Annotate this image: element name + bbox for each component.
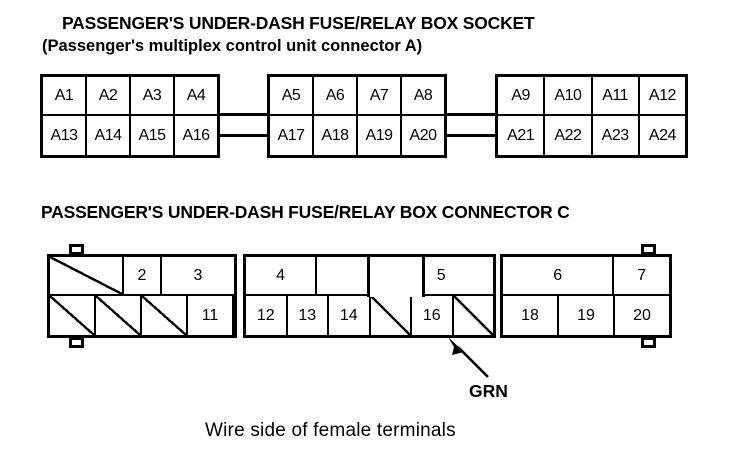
socket-terminal-a14[interactable]: A14 <box>87 116 131 155</box>
socket-diagram: PASSENGER'S UNDER-DASH FUSE/RELAY BOX SO… <box>0 0 752 180</box>
socket-block-2: A5 A6 A7 A8 A17 A18 A19 A20 <box>267 74 447 158</box>
connector-c-right-bottom-row: 18 19 20 <box>503 296 669 335</box>
socket-block-2-top-row: A5 A6 A7 A8 <box>270 77 444 116</box>
socket-terminal-a20[interactable]: A20 <box>409 126 437 144</box>
socket-block-3-top-row: A9 A10 A11 A12 <box>498 77 685 116</box>
connector-c-cavity-6[interactable]: 6 <box>503 257 615 296</box>
connector-c-cavity-keyway-top[interactable] <box>317 257 387 296</box>
mounting-tab-top-left <box>69 244 84 255</box>
socket-terminal-a9[interactable]: A9 <box>498 77 546 116</box>
connector-c-cavity-3[interactable]: 3 <box>162 257 234 296</box>
connector-c-cavity-blank-8[interactable] <box>50 296 96 335</box>
connector-c-cavity-blank-15[interactable] <box>370 296 412 335</box>
socket-terminal-a23[interactable]: A23 <box>593 116 640 155</box>
grn-wire-color-label: GRN <box>469 381 508 401</box>
mounting-tab-top-right <box>641 244 656 255</box>
socket-terminal-a10[interactable]: A10 <box>545 77 593 116</box>
socket-terminal-a21[interactable]: A21 <box>498 116 546 155</box>
socket-block-2-bottom-row: A17 A18 A19 A20 <box>270 116 444 155</box>
socket-link-bar <box>443 113 499 116</box>
connector-c-cavity-2[interactable]: 2 <box>124 257 162 296</box>
connector-c-right-top-row: 6 7 <box>503 257 669 296</box>
connector-c-mid-bottom-row: 12 13 14 16 <box>246 296 493 335</box>
socket-terminal-a19[interactable]: A19 <box>358 116 402 155</box>
socket-terminal-a22[interactable]: A22 <box>545 116 593 155</box>
connector-c-title: PASSENGER'S UNDER-DASH FUSE/RELAY BOX CO… <box>41 202 570 222</box>
socket-terminal-a8[interactable]: A8 <box>402 77 444 116</box>
connector-c-left-bottom-row: 11 <box>50 296 234 335</box>
connector-c-cavity-12[interactable]: 12 <box>246 296 288 335</box>
connector-c-cavity-18[interactable]: 18 <box>503 296 559 335</box>
socket-link-bar <box>443 134 499 137</box>
socket-terminal-a15[interactable]: A15 <box>131 116 175 155</box>
socket-terminal-a18[interactable]: A18 <box>314 116 358 155</box>
mounting-tab-bottom-right <box>641 337 656 348</box>
connector-c-cavity-blank-10[interactable] <box>142 296 188 335</box>
socket-block-3: A9 A10 A11 A12 A21 A22 A23 A24 <box>495 74 688 158</box>
connector-c-raised-keyway <box>367 254 425 297</box>
connector-c-cavity-19[interactable]: 19 <box>559 296 615 335</box>
socket-block-1: A1 A2 A3 A4 A13 A14 A15 A16 <box>40 74 220 158</box>
socket-block-3-bottom-row: A21 A22 A23 A24 <box>498 116 685 155</box>
socket-terminal-a24[interactable]: A24 <box>648 126 676 144</box>
socket-terminal-a7[interactable]: A7 <box>358 77 402 116</box>
socket-terminal-a4[interactable]: A4 <box>175 77 217 116</box>
connector-c-cavity-7[interactable]: 7 <box>614 257 669 296</box>
connector-c-cavity-blank-9[interactable] <box>96 296 142 335</box>
connector-c-cavity-20[interactable]: 20 <box>633 306 651 324</box>
socket-terminal-a5[interactable]: A5 <box>270 77 314 116</box>
connector-c-cavity-13[interactable]: 13 <box>288 296 329 335</box>
connector-c-left-top-row: 2 3 <box>50 257 234 296</box>
connector-c-cavity-14[interactable]: 14 <box>329 296 371 335</box>
socket-terminal-a12[interactable]: A12 <box>639 77 685 116</box>
connector-c-cavity-blank-top-1[interactable] <box>50 257 124 296</box>
mounting-tab-bottom-left <box>69 337 84 348</box>
footer-caption: Wire side of female terminals <box>205 420 456 441</box>
socket-subtitle: (Passenger's multiplex control unit conn… <box>42 37 423 55</box>
connector-c-cavity-blank-17[interactable] <box>453 296 494 335</box>
socket-link-bar <box>216 134 271 137</box>
socket-terminal-a6[interactable]: A6 <box>314 77 358 116</box>
socket-terminal-a2[interactable]: A2 <box>87 77 131 116</box>
socket-terminal-a16[interactable]: A16 <box>182 126 210 144</box>
socket-terminal-a1[interactable]: A1 <box>43 77 87 116</box>
socket-terminal-a3[interactable]: A3 <box>131 77 175 116</box>
socket-block-1-top-row: A1 A2 A3 A4 <box>43 77 217 116</box>
socket-terminal-a11[interactable]: A11 <box>592 77 640 116</box>
socket-link-bar <box>216 113 271 116</box>
connector-c-cavity-16[interactable]: 16 <box>412 296 454 335</box>
connector-c-cavity-4[interactable]: 4 <box>246 257 318 296</box>
socket-terminal-a17[interactable]: A17 <box>270 116 314 155</box>
connector-c-cavity-11[interactable]: 11 <box>188 296 234 335</box>
socket-block-1-bottom-row: A13 A14 A15 A16 <box>43 116 217 155</box>
connector-c-block-right: 6 7 18 19 20 <box>500 254 672 338</box>
connector-c-block-left: 2 3 11 <box>47 254 237 338</box>
socket-terminal-a13[interactable]: A13 <box>43 116 87 155</box>
grn-leader-arrow <box>448 337 489 378</box>
socket-title: PASSENGER'S UNDER-DASH FUSE/RELAY BOX SO… <box>62 13 535 33</box>
